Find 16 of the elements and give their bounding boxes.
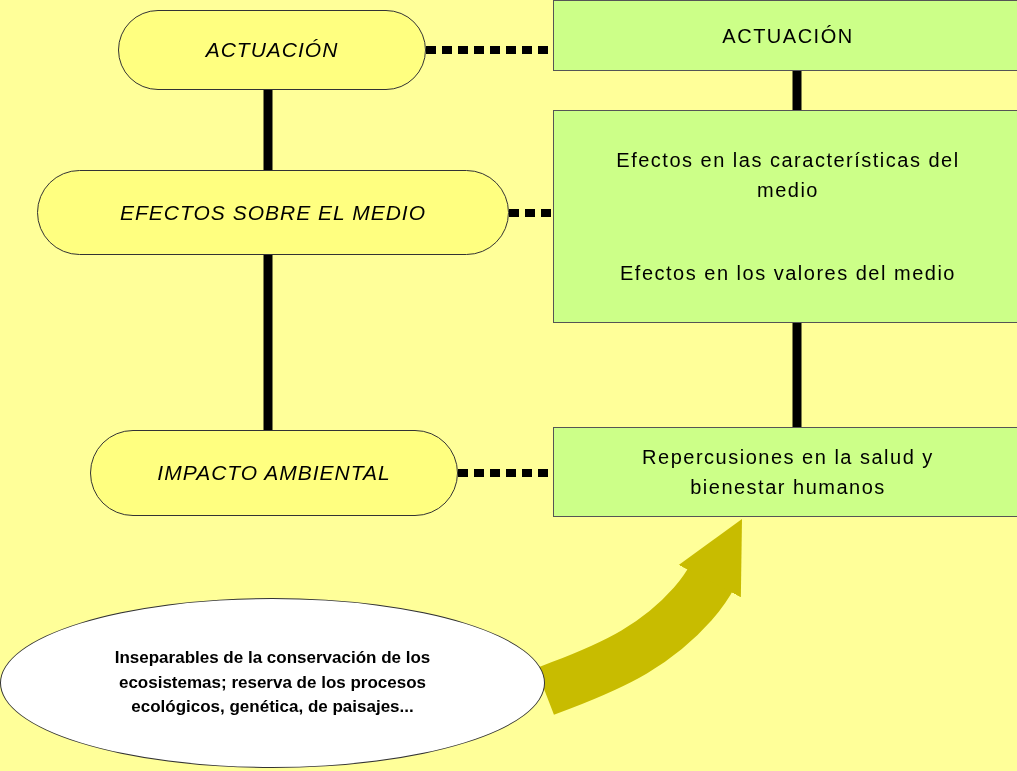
- node-text: ACTUACIÓN: [722, 23, 854, 49]
- node-text: Inseparables de la conservación de los ecosistemas; reserva de los procesos ecológicos, genética, de paisajes...: [113, 647, 432, 719]
- node-text: Efectos en las características del medio: [615, 148, 961, 204]
- connector-line: [792, 71, 802, 110]
- process-box: [553, 110, 1017, 323]
- node-text: ACTUACIÓN: [205, 38, 339, 62]
- node-text: Efectos en los valores del medio: [620, 260, 956, 286]
- node-text: Repercusiones en la salud y bienestar humanos: [641, 445, 935, 500]
- dotted-connector: [509, 209, 553, 217]
- connector-line: [263, 255, 273, 430]
- connector-line: [263, 90, 273, 170]
- process-box: [553, 0, 1017, 71]
- connector-line: [792, 323, 802, 427]
- node-text: IMPACTO AMBIENTAL: [157, 461, 391, 485]
- node-text: EFECTOS SOBRE EL MEDIO: [120, 200, 426, 225]
- process-box: [553, 427, 1017, 517]
